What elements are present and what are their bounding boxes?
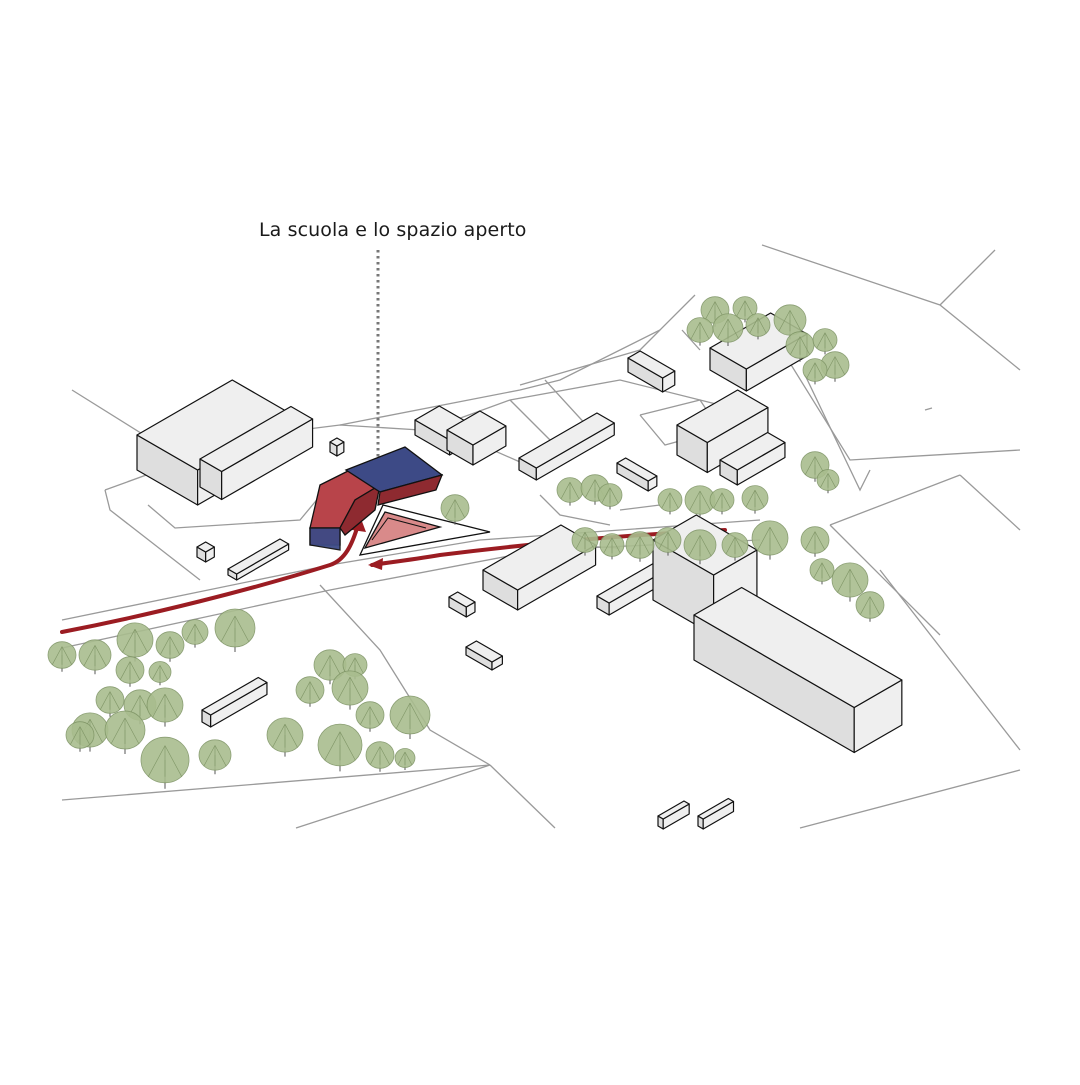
school-label: La scuola e lo spazio aperto [259,219,527,241]
tree-1 [732,296,758,323]
tree-4 [745,313,771,340]
tree-9 [802,358,828,385]
school-building [309,446,444,551]
tree-53 [389,695,431,739]
building-small-south-a [448,591,476,618]
tree-47 [266,717,304,757]
building-cross-a [616,457,658,492]
tree-51 [331,670,369,710]
building-small-south-b [465,640,503,671]
tree-23 [684,485,716,518]
building-east-cluster-a [676,389,769,474]
tree-50 [295,676,325,707]
tree-19 [721,532,749,561]
tree-43 [104,710,146,754]
tree-56 [394,748,416,770]
tree-32 [78,639,112,675]
building-small-hut [329,437,345,457]
tree-36 [214,608,256,652]
tree-33 [116,622,154,662]
site-boundary-lines [61,244,1021,829]
tree-37 [115,656,145,687]
building-long-b [693,586,903,754]
tree-55 [365,741,395,772]
tree-44 [140,736,190,789]
tree-11 [556,477,584,506]
tree-25 [741,485,769,514]
tree-45 [198,739,232,775]
tree-31 [47,641,77,672]
tree-27 [800,526,830,557]
tree-15 [599,533,625,560]
tree-7 [812,328,838,355]
tree-24 [709,488,735,515]
building-north-east-small [627,350,676,393]
school-courtyard [358,504,491,556]
building-east-cluster-b [719,431,786,486]
tree-10 [440,494,470,525]
tree-18 [683,529,717,565]
tree-38 [148,661,172,686]
tree-28 [809,558,835,585]
building-row-houses [518,412,615,481]
building-bottom-a [657,800,690,830]
tree-22 [816,469,840,494]
tree-34 [155,631,185,662]
tree-41 [146,687,184,727]
building-small-kiosk [196,541,215,563]
tree-3 [712,313,744,346]
tree-39 [95,686,125,717]
tree-2 [686,317,714,346]
tree-14 [571,527,599,556]
tree-16 [625,531,655,562]
tree-54 [317,723,363,772]
tree-26 [657,488,683,515]
trees [47,296,885,789]
tree-17 [654,527,682,556]
building-bottom-b [697,797,735,830]
tree-13 [597,483,623,510]
building-north-b [446,410,507,466]
circulation-path [60,523,727,634]
tree-5 [773,304,807,340]
tree-46 [65,721,95,752]
building-shelter [227,538,290,581]
tree-35 [181,619,209,648]
building-center-south [482,524,597,611]
building-west-south [201,676,268,728]
arrow-left-icon [368,558,383,570]
tree-29 [831,562,869,602]
tree-6 [785,331,815,362]
building-west-large-b [199,405,314,501]
tree-30 [855,591,885,622]
tree-20 [751,520,789,560]
tree-52 [355,701,385,732]
